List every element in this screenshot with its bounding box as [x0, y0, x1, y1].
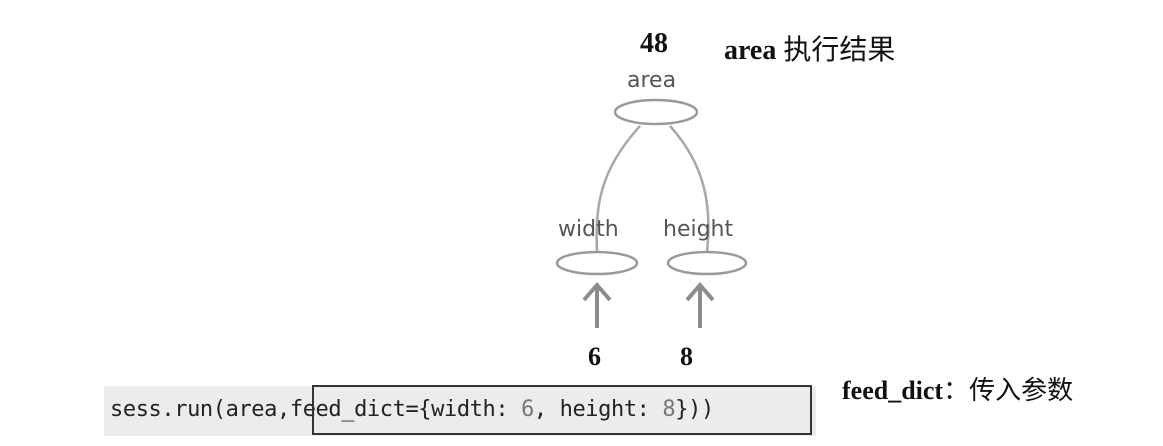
edge-area-height: [669, 125, 710, 253]
code-prefix: sess.run(area,: [110, 397, 290, 422]
node-label-area: area: [627, 68, 677, 93]
feed-dict-label-cn: ：传入参数: [943, 376, 1074, 406]
code-height-number: 8: [662, 397, 676, 422]
feed-dict-highlight-box: [312, 385, 812, 435]
arrow-up-icon: [685, 281, 715, 328]
result-label-en: area: [724, 35, 777, 66]
input-value-width: 6: [588, 342, 601, 371]
node-height[interactable]: [666, 250, 748, 276]
node-width[interactable]: [555, 250, 639, 276]
feed-dict-label-en: feed_dict: [842, 376, 944, 405]
input-value-height: 8: [680, 342, 693, 371]
node-label-width: width: [558, 217, 619, 242]
edge-area-width: [595, 125, 641, 253]
result-label: area 执行结果: [724, 28, 895, 68]
code-mid: , height:: [533, 397, 663, 422]
code-close: }): [675, 397, 701, 422]
arrow-up-icon: [582, 281, 612, 328]
node-area[interactable]: [613, 98, 699, 126]
code-background: [104, 386, 816, 436]
feed-dict-annotation: feed_dict：传入参数: [842, 370, 1073, 407]
code-feed-dict-start: feed_dict={width:: [289, 397, 522, 422]
result-value: 48: [640, 28, 668, 59]
node-label-height: height: [663, 217, 734, 242]
code-line: sess.run(area,feed_dict={width: 6, heigh…: [110, 397, 714, 422]
result-label-cn: 执行结果: [783, 33, 896, 66]
code-width-number: 6: [521, 397, 534, 422]
code-suffix: ): [700, 397, 714, 422]
